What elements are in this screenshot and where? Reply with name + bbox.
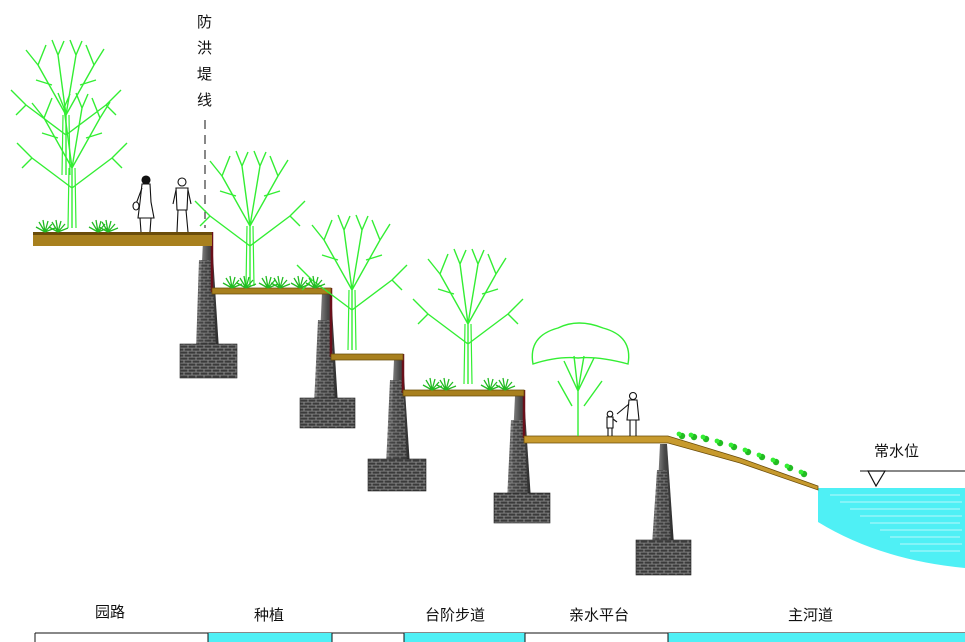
zone-label-garden-path: 园路	[95, 603, 125, 621]
river-water	[818, 488, 965, 568]
dike-char: 洪	[197, 39, 212, 57]
zone-band-step-walkway	[404, 633, 525, 642]
zone-band-main-channel	[668, 633, 965, 642]
water-level-label: 常水位	[874, 442, 919, 460]
zone-label-planting: 种植	[254, 606, 284, 624]
zone-bar	[34, 632, 965, 642]
zone-band-planting	[208, 633, 332, 642]
shrubs	[676, 431, 808, 478]
dike-char: 防	[197, 13, 212, 31]
flood-dike-line: 防 洪 堤 线	[197, 13, 212, 228]
zone-labels: 园路 种植 台阶步道 亲水平台 主河道	[95, 603, 833, 624]
zone-label-waterfront-platform: 亲水平台	[569, 606, 629, 624]
dike-char: 线	[197, 91, 212, 109]
water-level-marker: 常水位	[860, 442, 965, 488]
zone-label-step-walkway: 台阶步道	[425, 606, 485, 624]
terraces	[33, 232, 819, 491]
trees	[10, 39, 630, 436]
zone-label-main-channel: 主河道	[788, 606, 833, 624]
dike-char: 堤	[197, 65, 212, 83]
people	[132, 175, 640, 436]
